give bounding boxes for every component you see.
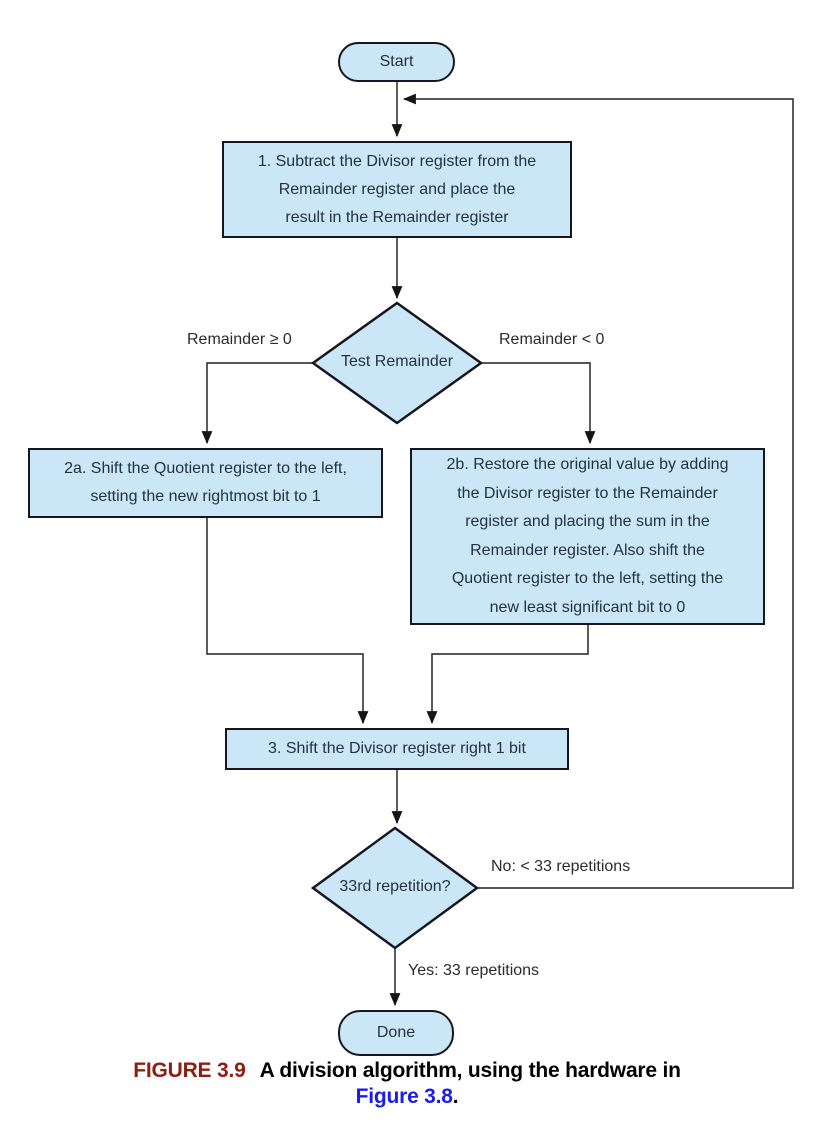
step3-label: 3. Shift the Divisor register right 1 bi… <box>268 740 526 757</box>
edge-test-to-step2b <box>481 362 596 445</box>
step2b-line: new least significant bit to 0 <box>489 598 686 616</box>
branch-label-no: No: < 33 repetitions <box>491 858 631 875</box>
edge-loopback-no-branch <box>402 93 794 889</box>
branch-label-remainder-ge-zero: Remainder ≥ 0 <box>187 331 292 348</box>
decision-33rd-repetition <box>310 826 480 950</box>
process-step3: 3. Shift the Divisor register right 1 bi… <box>225 728 569 770</box>
start-label: Start <box>379 53 414 70</box>
process-step1: 1. Subtract the Divisor register from th… <box>222 141 572 238</box>
step1-line: 1. Subtract the Divisor register from th… <box>257 152 537 170</box>
done-label: Done <box>376 1024 416 1041</box>
step2b-line: 2b. Restore the original value by adding <box>446 456 729 473</box>
step1-line: Remainder register and place the <box>278 180 516 198</box>
figure-caption-text: A division algorithm, using the hardware… <box>259 1059 681 1082</box>
branch-label-yes: Yes: 33 repetitions <box>408 962 540 979</box>
process-step2a: 2a. Shift the Quotient register to the l… <box>28 448 383 518</box>
step2b-line: the Divisor register to the Remainder <box>457 484 718 502</box>
step1-line: result in the Remainder register <box>285 208 509 226</box>
figure-caption: FIGURE 3.9 A division algorithm, using th… <box>0 1058 814 1110</box>
figure-caption-number: FIGURE 3.9 <box>133 1059 246 1082</box>
step2b-line: register and placing the sum in the <box>465 513 710 530</box>
process-step2b: 2b. Restore the original value by adding… <box>410 448 765 625</box>
edge-test-to-step2a <box>201 362 313 445</box>
done-terminator: Done <box>338 1010 454 1056</box>
edge-step2b-to-step3 <box>426 625 589 725</box>
edge-step2a-to-step3 <box>206 518 369 725</box>
step2a-line: 2a. Shift the Quotient register to the l… <box>64 460 347 477</box>
decision-test-remainder <box>310 301 484 425</box>
step2a-line: setting the new rightmost bit to 1 <box>90 488 321 505</box>
figure-caption-period: . <box>452 1085 459 1108</box>
start-terminator: Start <box>338 42 455 82</box>
branch-label-remainder-lt-zero: Remainder < 0 <box>499 331 605 348</box>
step2b-line: Remainder register. Also shift the <box>470 541 705 559</box>
figure-caption-link[interactable]: Figure 3.8 <box>355 1085 453 1108</box>
step2b-line: Quotient register to the left, setting t… <box>451 570 724 587</box>
